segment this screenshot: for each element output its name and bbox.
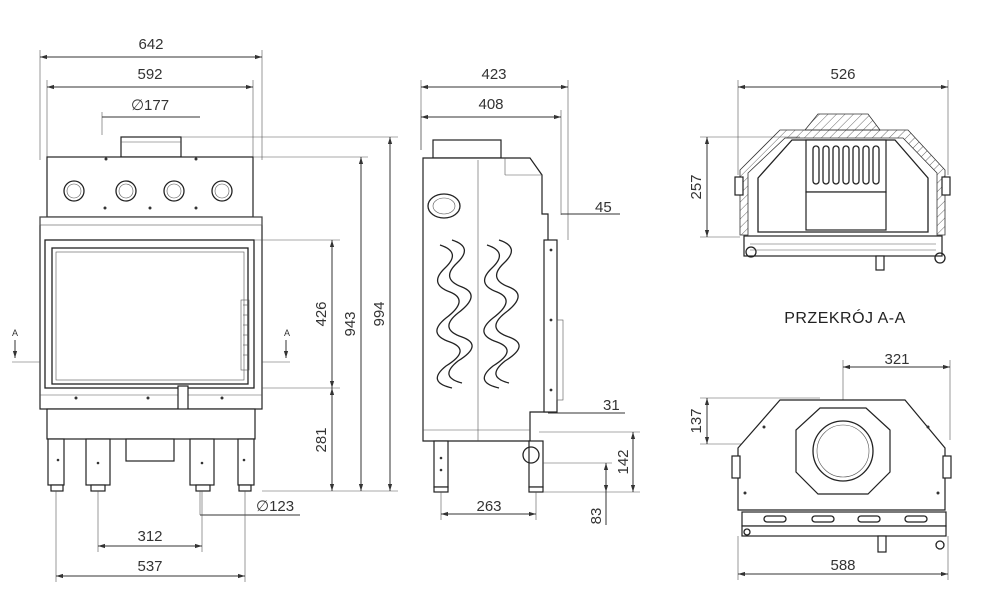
dimension-top-width: 588 — [737, 536, 949, 580]
dimension-door-bottom-height: 281 — [313, 388, 335, 491]
marker-label-left: A — [12, 328, 18, 338]
heat-exchanger-wave-left — [436, 244, 461, 389]
dim-text-top-offset: 321 — [884, 351, 909, 368]
dim-text-section-width: 526 — [830, 66, 855, 83]
firebox-body — [39, 216, 263, 410]
dim-text-door-frame: 31 — [603, 397, 620, 414]
dim-text-overall-width: 642 — [138, 36, 163, 53]
dimension-body-height: 943 — [253, 156, 368, 492]
front-view: 642 592 ∅177 — [12, 36, 398, 582]
top-front-vents — [763, 515, 928, 523]
top-flue-opening — [812, 420, 874, 482]
dim-text-top-width: 588 — [830, 557, 855, 574]
section-door-bar — [743, 235, 943, 257]
dimension-section-width: 526 — [737, 66, 949, 175]
dimension-section-height: 257 — [688, 136, 800, 238]
section-marker-right: A — [262, 328, 290, 363]
dimension-leg-spacing: 312 — [97, 491, 203, 552]
dim-text-leg-spacing: 312 — [137, 528, 162, 545]
convection-vents — [63, 180, 233, 202]
side-air-inlet — [427, 193, 461, 219]
dimension-leg-depth: 263 — [440, 492, 537, 520]
dim-text-leg-depth: 263 — [476, 498, 501, 515]
section-marker-left: A — [12, 328, 40, 363]
dim-text-base-width: 537 — [137, 558, 162, 575]
dim-text-overall-depth: 423 — [481, 66, 506, 83]
side-body-outline — [422, 157, 549, 442]
door-glass — [51, 247, 249, 385]
dim-text-body-width: 592 — [137, 66, 162, 83]
door-frame — [44, 239, 255, 389]
dimension-overall-depth: 423 — [420, 66, 569, 240]
dim-text-door-offset: 45 — [595, 199, 612, 216]
support-stand — [46, 408, 256, 492]
dimension-overall-width: 642 — [39, 36, 263, 160]
flue-collar — [120, 136, 182, 158]
dimension-door-offset: 45 — [561, 199, 620, 216]
dimension-air-inlet-diameter: ∅123 — [199, 491, 300, 516]
dimension-flue-diameter: ∅177 — [101, 97, 200, 135]
dim-text-body-depth: 408 — [478, 96, 503, 113]
dim-text-flue-diameter: ∅177 — [131, 97, 169, 114]
top-view: 321 137 588 — [688, 351, 952, 580]
dimension-body-width: 592 — [46, 66, 254, 160]
dim-text-body-height: 943 — [342, 311, 359, 336]
dim-text-air-inlet-diameter: ∅123 — [256, 498, 294, 515]
dimension-door-height: 426 — [254, 239, 340, 389]
dim-text-overall-height: 994 — [371, 301, 388, 326]
heat-exchanger-wave-right — [483, 244, 508, 389]
side-flue-collar — [432, 139, 502, 159]
grate-slots — [812, 145, 880, 185]
dim-text-inlet-height: 142 — [615, 449, 632, 474]
dimension-body-depth: 408 — [420, 96, 562, 215]
section-view: 526 257 PRZEKRÓJ A-A — [688, 66, 951, 327]
marker-label-right: A — [284, 328, 290, 338]
dim-text-foot-height: 83 — [588, 508, 605, 525]
dimension-inlet-height: 142 — [539, 431, 640, 493]
side-door-profile — [543, 239, 558, 413]
dimension-overall-height: 994 — [181, 136, 398, 492]
dim-text-top-depth: 137 — [688, 408, 705, 433]
dim-text-section-height: 257 — [688, 174, 705, 199]
side-view: 423 408 — [420, 66, 640, 525]
section-wall-hatch — [739, 129, 946, 236]
dimension-base-width: 537 — [55, 491, 246, 582]
top-flue-plate — [795, 407, 891, 495]
dim-text-door-height: 426 — [313, 301, 330, 326]
section-title: PRZEKRÓJ A-A — [784, 308, 906, 327]
dim-text-door-bottom-height: 281 — [313, 427, 330, 452]
side-legs — [433, 440, 544, 493]
door-hinge-detail — [240, 299, 250, 371]
dimension-foot-height: 83 — [543, 462, 612, 525]
dimension-door-frame: 31 — [548, 397, 625, 414]
top-front-panel — [741, 511, 947, 527]
